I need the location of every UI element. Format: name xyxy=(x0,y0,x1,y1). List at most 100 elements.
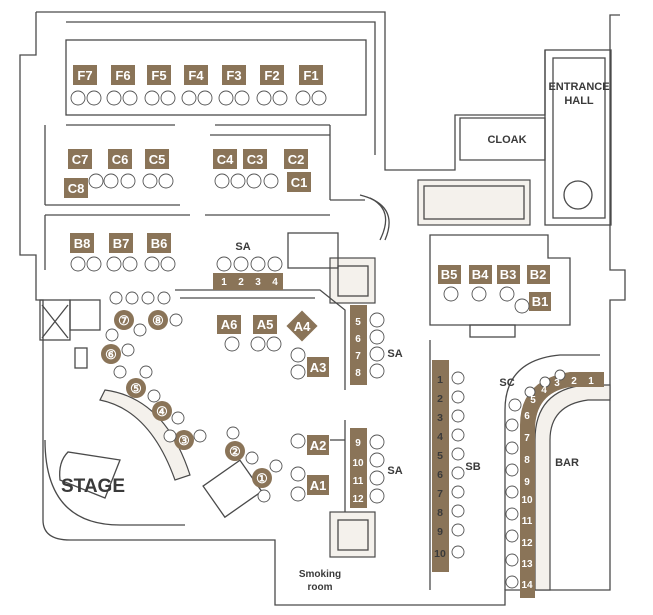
svg-text:B4: B4 xyxy=(472,267,489,282)
svg-text:F2: F2 xyxy=(264,68,279,83)
table-circle-1[interactable]: ① xyxy=(252,468,272,488)
walls xyxy=(19,11,626,606)
svg-text:B1: B1 xyxy=(532,294,549,309)
svg-text:14: 14 xyxy=(521,580,533,591)
table-b7[interactable]: B7 xyxy=(109,233,133,253)
table-circle-6[interactable]: ⑥ xyxy=(101,344,121,364)
svg-text:10: 10 xyxy=(434,548,446,560)
table-a5[interactable]: A5 xyxy=(253,315,277,334)
svg-text:C2: C2 xyxy=(288,152,305,167)
table-b3[interactable]: B3 xyxy=(497,265,520,284)
sa-mid-counter: 5 6 7 8 SA xyxy=(350,305,403,385)
svg-text:1: 1 xyxy=(221,277,227,288)
table-c2[interactable]: C2 xyxy=(284,149,308,169)
svg-text:8: 8 xyxy=(355,368,361,379)
table-b1[interactable]: B1 xyxy=(529,292,551,311)
svg-text:3: 3 xyxy=(437,412,443,424)
svg-text:10: 10 xyxy=(352,458,364,469)
svg-text:12: 12 xyxy=(521,538,533,549)
table-b6[interactable]: B6 xyxy=(147,233,171,253)
table-circle-4[interactable]: ④ xyxy=(152,401,172,421)
table-f4[interactable]: F4 xyxy=(184,65,208,85)
svg-text:A4: A4 xyxy=(294,319,311,334)
svg-text:B6: B6 xyxy=(151,236,168,251)
svg-text:1: 1 xyxy=(588,376,594,387)
svg-text:8: 8 xyxy=(437,507,443,519)
table-a6[interactable]: A6 xyxy=(217,315,241,334)
table-circle-7[interactable]: ⑦ xyxy=(114,310,134,330)
svg-text:7: 7 xyxy=(355,351,361,362)
entrance-hall-label-2: HALL xyxy=(564,95,594,107)
svg-text:C7: C7 xyxy=(72,152,89,167)
sc-seats xyxy=(505,369,566,589)
table-circle-3[interactable]: ③ xyxy=(174,430,194,450)
svg-text:⑤: ⑤ xyxy=(130,381,142,396)
table-b4[interactable]: B4 xyxy=(469,265,492,284)
c-seats xyxy=(88,173,279,189)
svg-text:12: 12 xyxy=(352,494,364,505)
svg-text:3: 3 xyxy=(255,277,261,288)
svg-text:B8: B8 xyxy=(74,236,91,251)
table-c6[interactable]: C6 xyxy=(108,149,132,169)
table-a2[interactable]: A2 xyxy=(307,435,329,455)
svg-text:5: 5 xyxy=(355,317,361,328)
table-c7[interactable]: C7 xyxy=(68,149,92,169)
stage-label: STAGE xyxy=(61,476,125,497)
table-a1[interactable]: A1 xyxy=(307,475,329,495)
table-f3[interactable]: F3 xyxy=(222,65,246,85)
table-f1[interactable]: F1 xyxy=(299,65,323,85)
svg-text:4: 4 xyxy=(437,431,443,443)
svg-text:7: 7 xyxy=(524,433,530,444)
svg-text:10: 10 xyxy=(521,495,533,506)
svg-text:5: 5 xyxy=(530,395,536,406)
table-a3[interactable]: A3 xyxy=(307,357,329,377)
table-f6[interactable]: F6 xyxy=(111,65,135,85)
table-c8[interactable]: C8 xyxy=(64,178,88,198)
svg-text:C1: C1 xyxy=(291,175,308,190)
sc-counter: SC 1 2 3 4 5 6 7 8 9 10 11 12 13 14 xyxy=(499,369,604,598)
stage-seats xyxy=(105,291,283,503)
svg-text:③: ③ xyxy=(178,433,190,448)
svg-text:9: 9 xyxy=(355,438,361,449)
table-b5[interactable]: B5 xyxy=(438,265,461,284)
cloak-label: CLOAK xyxy=(487,134,526,146)
svg-text:F6: F6 xyxy=(115,68,130,83)
table-f2[interactable]: F2 xyxy=(260,65,284,85)
a-seats xyxy=(224,336,306,502)
b-tables: B8 B7 B6 B5 B4 B3 B2 B1 xyxy=(70,233,551,314)
smoking-room-label-1: Smoking xyxy=(299,569,341,580)
table-f5[interactable]: F5 xyxy=(147,65,171,85)
table-circle-8[interactable]: ⑧ xyxy=(148,310,168,330)
svg-text:①: ① xyxy=(256,471,268,486)
svg-text:A5: A5 xyxy=(257,317,274,332)
svg-text:F5: F5 xyxy=(151,68,166,83)
b-right-seats xyxy=(443,286,530,314)
table-circle-5[interactable]: ⑤ xyxy=(126,378,146,398)
sc-label: SC xyxy=(499,377,514,389)
table-f7[interactable]: F7 xyxy=(73,65,97,85)
svg-text:⑥: ⑥ xyxy=(105,347,117,362)
table-c5[interactable]: C5 xyxy=(145,149,169,169)
table-c4[interactable]: C4 xyxy=(213,149,237,169)
svg-text:②: ② xyxy=(229,444,241,459)
svg-text:3: 3 xyxy=(554,378,560,389)
table-c3[interactable]: C3 xyxy=(243,149,267,169)
table-a4[interactable]: A4 xyxy=(286,310,318,342)
table-c1[interactable]: C1 xyxy=(287,172,311,192)
stage-circle-tables: ⑧ ⑦ ⑥ ⑤ ④ ③ ② ① xyxy=(101,291,283,503)
a-tables: A6 A5 A4 A3 A2 A1 xyxy=(217,310,329,502)
svg-text:13: 13 xyxy=(521,559,533,570)
bar-label: BAR xyxy=(555,457,579,469)
f-tables: F7 F6 F5 F4 F3 F2 F1 xyxy=(70,65,327,106)
svg-text:C6: C6 xyxy=(112,152,129,167)
table-circle-2[interactable]: ② xyxy=(225,441,245,461)
svg-text:A3: A3 xyxy=(310,360,327,375)
svg-text:9: 9 xyxy=(524,477,530,488)
svg-text:2: 2 xyxy=(437,393,443,405)
svg-text:C8: C8 xyxy=(68,181,85,196)
sa-top-counter: SA 1 2 3 4 xyxy=(213,241,283,290)
table-b2[interactable]: B2 xyxy=(527,265,550,284)
svg-text:F3: F3 xyxy=(226,68,241,83)
table-b8[interactable]: B8 xyxy=(70,233,94,253)
